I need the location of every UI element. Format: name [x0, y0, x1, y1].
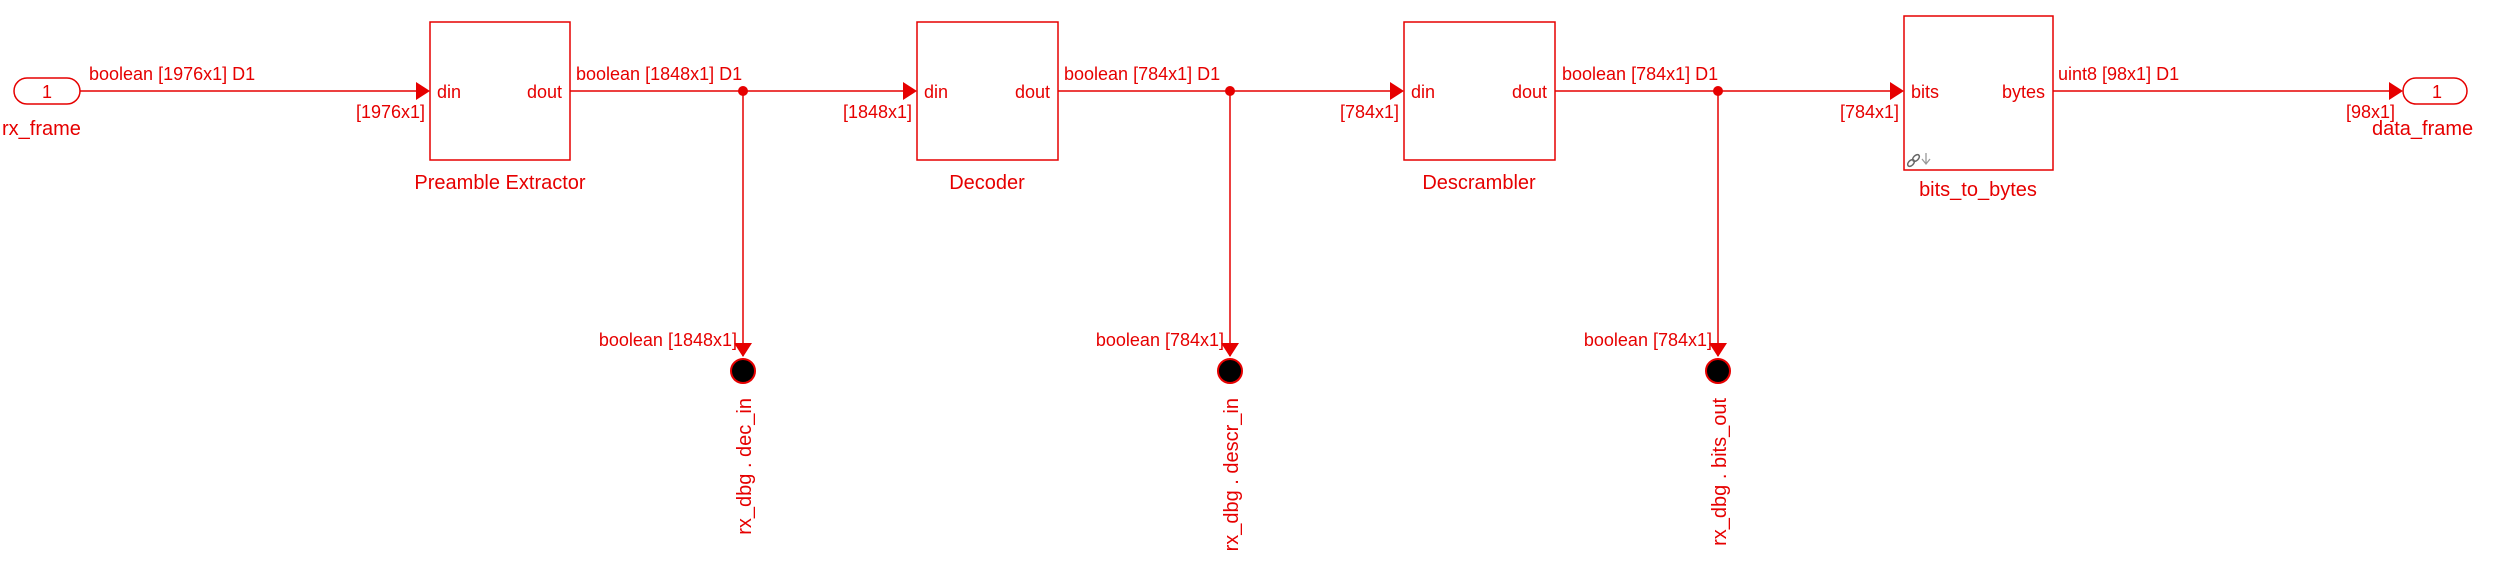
block-descrambler[interactable]: din dout [1403, 21, 1556, 161]
arrow-head [2389, 82, 2403, 100]
probe-name-label: rx_dbg . descr_in [1221, 398, 1243, 551]
block-name-descrambler: Descrambler [1422, 172, 1536, 194]
block-in-port-label: bits [1911, 82, 1939, 102]
branch-point [738, 86, 748, 96]
arrow-head [1890, 82, 1904, 100]
probe-dec-in[interactable] [730, 358, 756, 384]
block-out-port-label: dout [527, 82, 562, 102]
block-in-port-label: din [924, 82, 948, 102]
outport-label: data_frame [2372, 118, 2473, 140]
signal-label: boolean [784x1] D1 [1562, 64, 1718, 84]
signal-label: boolean [1848x1] D1 [576, 64, 742, 84]
block-out-port-label: dout [1015, 82, 1050, 102]
probe-name-label: rx_dbg . bits_out [1709, 398, 1731, 546]
block-preamble-extractor[interactable]: din dout [429, 21, 571, 161]
block-name-decoder: Decoder [949, 172, 1025, 194]
arrow-head [1709, 343, 1727, 357]
inport-rx-frame[interactable]: 1 [13, 77, 81, 105]
block-name-preamble-extractor: Preamble Extractor [414, 172, 586, 194]
block-out-port-label: dout [1512, 82, 1547, 102]
port-dimension-label: [98x1] [2346, 102, 2395, 122]
probe-type-label: boolean [784x1] [1584, 330, 1712, 350]
block-in-port-label: din [1411, 82, 1435, 102]
port-dimension-label: [1848x1] [843, 102, 912, 122]
arrow-head [416, 82, 430, 100]
probe-descr-in[interactable] [1217, 358, 1243, 384]
block-bits-to-bytes[interactable]: bits bytes [1903, 15, 2054, 171]
probe-name-label: rx_dbg . dec_in [734, 398, 756, 535]
branch-point [1225, 86, 1235, 96]
arrow-head [1390, 82, 1404, 100]
port-dimension-label: [784x1] [1840, 102, 1899, 122]
probe-bits-out[interactable] [1705, 358, 1731, 384]
inport-number: 1 [42, 82, 52, 102]
probe-type-label: boolean [1848x1] [599, 330, 737, 350]
arrow-down-icon [1921, 153, 1931, 166]
block-out-port-label: bytes [2002, 82, 2045, 102]
outport-data-frame[interactable]: 1 [2402, 77, 2468, 105]
block-name-bits-to-bytes: bits_to_bytes [1919, 179, 2037, 201]
port-dimension-label: [784x1] [1340, 102, 1399, 122]
arrow-head [903, 82, 917, 100]
inport-label: rx_frame [2, 118, 81, 140]
signal-label: boolean [1976x1] D1 [89, 64, 255, 84]
link-icon [1906, 153, 1921, 168]
block-decoder[interactable]: din dout [916, 21, 1059, 161]
outport-number: 1 [2432, 82, 2442, 102]
probe-type-label: boolean [784x1] [1096, 330, 1224, 350]
arrow-head [734, 343, 752, 357]
port-dimension-label: [1976x1] [356, 102, 425, 122]
branch-point [1713, 86, 1723, 96]
block-in-port-label: din [437, 82, 461, 102]
arrow-head [1221, 343, 1239, 357]
signal-label: uint8 [98x1] D1 [2058, 64, 2179, 84]
signal-label: boolean [784x1] D1 [1064, 64, 1220, 84]
